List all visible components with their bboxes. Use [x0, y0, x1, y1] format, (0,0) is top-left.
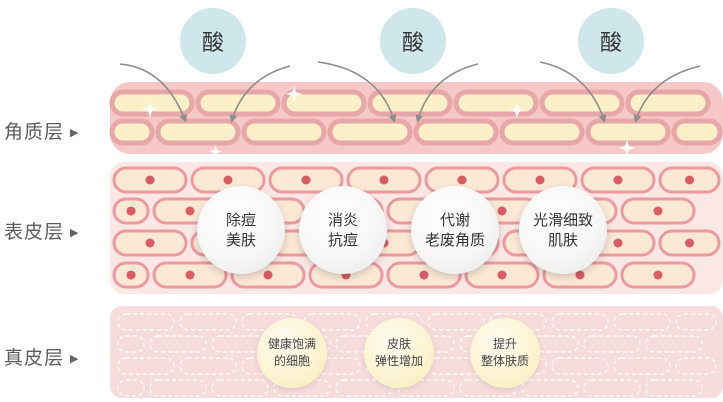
acid-arrow: [229, 65, 291, 123]
acid-arrow: [317, 61, 397, 123]
stratum-cell: [327, 118, 413, 146]
stratum-cell: [195, 89, 281, 117]
cell-nucleus: [223, 175, 233, 185]
dermis-cell-outline: [613, 313, 671, 331]
cell-nucleus: [145, 238, 155, 248]
stratum-cell: [539, 89, 625, 117]
cell-nucleus: [263, 270, 273, 280]
effect-bubble: 光滑细致肌肤: [519, 186, 607, 274]
dermis-cell-outline: [273, 379, 331, 397]
stratum-cell: [109, 118, 155, 146]
dermis-cell-outline: [521, 379, 579, 397]
benefit-bubble: 皮肤弹性增加: [364, 318, 434, 388]
dermis-cell-outline: [303, 313, 361, 331]
acid-circle: 酸: [578, 8, 644, 74]
cell-nucleus: [457, 175, 467, 185]
cell-nucleus: [685, 175, 694, 185]
cell-nucleus: [185, 270, 195, 280]
cell-nucleus: [653, 206, 663, 216]
sparkle: [209, 145, 222, 158]
acid-circle: 酸: [180, 8, 246, 74]
stratum-cell: [453, 89, 539, 117]
stratum-cell: [241, 118, 327, 146]
effect-bubble: 除痘美肤: [197, 186, 285, 274]
dermis-cell-outline: [117, 379, 145, 397]
dermis-cell-outline: [613, 357, 671, 375]
right-arrow-icon: ▶: [70, 352, 80, 365]
cell-nucleus: [575, 270, 585, 280]
sparkle: [286, 86, 302, 102]
cell-nucleus: [379, 175, 389, 185]
sparkle: [141, 100, 159, 118]
dermis-cell-outline: [117, 357, 175, 375]
stratum-cell: [281, 89, 367, 117]
dermis-cell-outline: [149, 335, 207, 353]
cell-nucleus: [301, 175, 311, 185]
sparkle: [619, 140, 635, 156]
acid-arrow: [415, 63, 479, 123]
cell-nucleus: [613, 175, 623, 185]
acid-arrow: [119, 63, 187, 123]
cell-nucleus: [613, 238, 623, 248]
effect-bubble: 消炎抗痘: [299, 186, 387, 274]
layer-label-epidermis: 表皮层▶: [4, 221, 80, 243]
acid-arrow: [539, 61, 607, 123]
stratum-cell: [499, 118, 585, 146]
stratum-cell: [585, 118, 671, 146]
layer-label-dermis: 真皮层▶: [4, 347, 80, 369]
dermis-cell-outline: [583, 379, 641, 397]
dermis-cell-outline: [179, 313, 237, 331]
right-arrow-icon: ▶: [70, 126, 80, 139]
cell-nucleus: [419, 270, 429, 280]
dermis-cell-outline: [117, 313, 175, 331]
dermis-cell-outline: [149, 379, 207, 397]
dermis-cell-outline: [459, 379, 517, 397]
dermis-cell-outline: [179, 357, 237, 375]
acid-arrow: [633, 65, 701, 123]
dermis-cell-outline: [645, 379, 703, 397]
layer-label-stratum-corneum: 角质层▶: [4, 121, 80, 143]
dermis-cell-outline: [551, 357, 609, 375]
dermis-cell-outline: [675, 357, 717, 375]
dermis-cell-outline: [303, 357, 361, 375]
dermis-cell-outline: [583, 335, 641, 353]
dermis-cell-outline: [397, 379, 455, 397]
cell-nucleus: [185, 206, 195, 216]
cell-nucleus: [126, 270, 136, 280]
cell-nucleus: [145, 175, 155, 185]
dermis-cell-outline: [335, 379, 393, 397]
effect-bubble: 代谢老废角质: [411, 186, 499, 274]
dermis-cell-outline: [211, 379, 269, 397]
dermis-cell-outline: [675, 313, 717, 331]
sparkle: [509, 102, 525, 118]
cell-nucleus: [685, 238, 694, 248]
cell-nucleus: [126, 206, 136, 216]
benefit-bubble: 健康饱满的细胞: [257, 318, 327, 388]
benefit-bubble: 提升整体肤质: [470, 318, 540, 388]
dermis-cell-outline: [427, 313, 485, 331]
cell-nucleus: [497, 206, 507, 216]
dermis-cell-outline: [117, 335, 145, 353]
stratum-cell: [155, 118, 241, 146]
cell-nucleus: [497, 270, 507, 280]
cell-nucleus: [535, 175, 545, 185]
stratum-cell: [109, 89, 195, 117]
right-arrow-icon: ▶: [70, 226, 80, 239]
acid-circle: 酸: [380, 8, 446, 74]
stratum-cell: [413, 118, 499, 146]
dermis-cell-outline: [521, 335, 579, 353]
cell-nucleus: [653, 270, 663, 280]
dermis-cell-outline: [645, 335, 703, 353]
dermis-cell-outline: [551, 313, 609, 331]
stratum-cell: [671, 118, 723, 146]
